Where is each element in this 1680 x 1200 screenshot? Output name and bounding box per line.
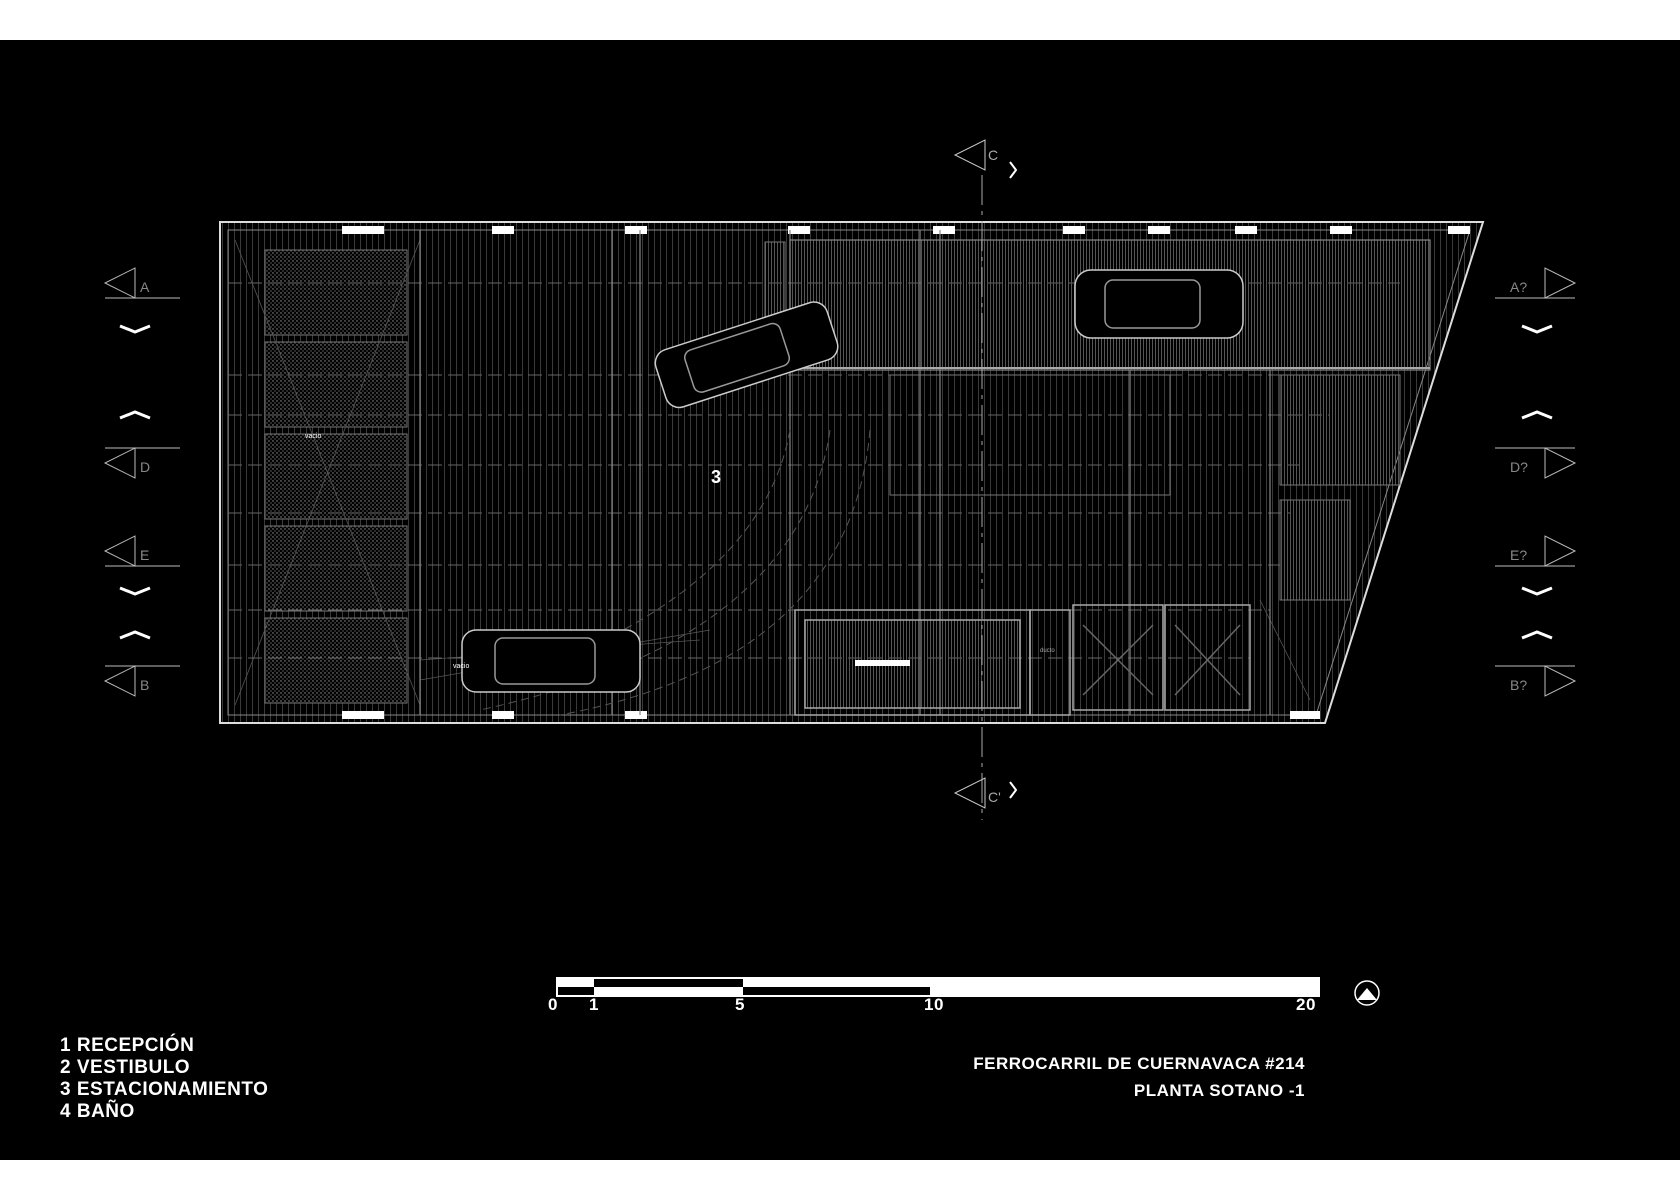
- car-angled: [654, 301, 839, 409]
- section-mark-b-right: B?: [1510, 677, 1527, 693]
- section-marks-right: A? D? E? B?: [1495, 267, 1577, 697]
- stair-core: [794, 604, 1251, 716]
- scale-tick: 10: [924, 995, 944, 1014]
- void-blocks: [264, 249, 408, 704]
- section-mark-d-right: D?: [1510, 459, 1528, 475]
- upper-right-zone: [889, 374, 1401, 601]
- section-mark-a-right: A?: [1510, 279, 1527, 295]
- legend-item: 3 ESTACIONAMIENTO: [60, 1079, 269, 1100]
- scale-bar: [556, 977, 1320, 997]
- room-labels: 3 vacio vacio ducto: [305, 433, 1055, 670]
- section-mark-top: C: [988, 147, 998, 163]
- room-number: 3: [711, 467, 721, 487]
- void-label: vacio: [453, 663, 469, 670]
- scale-tick: 1: [589, 995, 599, 1014]
- section-mark-a: A: [140, 279, 150, 295]
- section-line-c: C C': [953, 139, 1018, 820]
- legend-item: 2 VESTIBULO: [60, 1057, 191, 1078]
- section-mark-b: B: [140, 677, 149, 693]
- section-marks-left: A D E B: [103, 267, 180, 697]
- drawing-sheet: 3 vacio vacio ducto C C' A D E: [0, 40, 1680, 1160]
- north-arrow-icon: [1354, 980, 1380, 1006]
- project-title: FERROCARRIL DE CUERNAVACA #214: [973, 1054, 1305, 1073]
- floor-plan: 3 vacio vacio ducto C C' A D E: [103, 139, 1577, 1006]
- sheet-title: PLANTA SOTANO -1: [1133, 1081, 1305, 1100]
- void-label: vacio: [305, 433, 321, 440]
- scale-tick: 20: [1296, 995, 1316, 1014]
- car-bottom-left: [461, 629, 641, 693]
- room-legend: 1 RECEPCIÓN 2 VESTIBULO 3 ESTACIONAMIENT…: [60, 1035, 268, 1123]
- section-mark-e: E: [140, 547, 149, 563]
- facade-openings: [342, 226, 1470, 719]
- scale-tick: 5: [735, 995, 745, 1014]
- ramp: [764, 239, 1431, 371]
- section-mark-d: D: [140, 459, 150, 475]
- duct-label: ducto: [1040, 648, 1055, 654]
- car-top-right: [1074, 269, 1244, 339]
- legend-item: 4 BAÑO: [60, 1101, 135, 1122]
- legend-item: 1 RECEPCIÓN: [60, 1035, 195, 1056]
- section-mark-e-right: E?: [1510, 547, 1527, 563]
- section-mark-bottom: C': [988, 789, 1001, 805]
- scale-tick: 0: [548, 995, 558, 1014]
